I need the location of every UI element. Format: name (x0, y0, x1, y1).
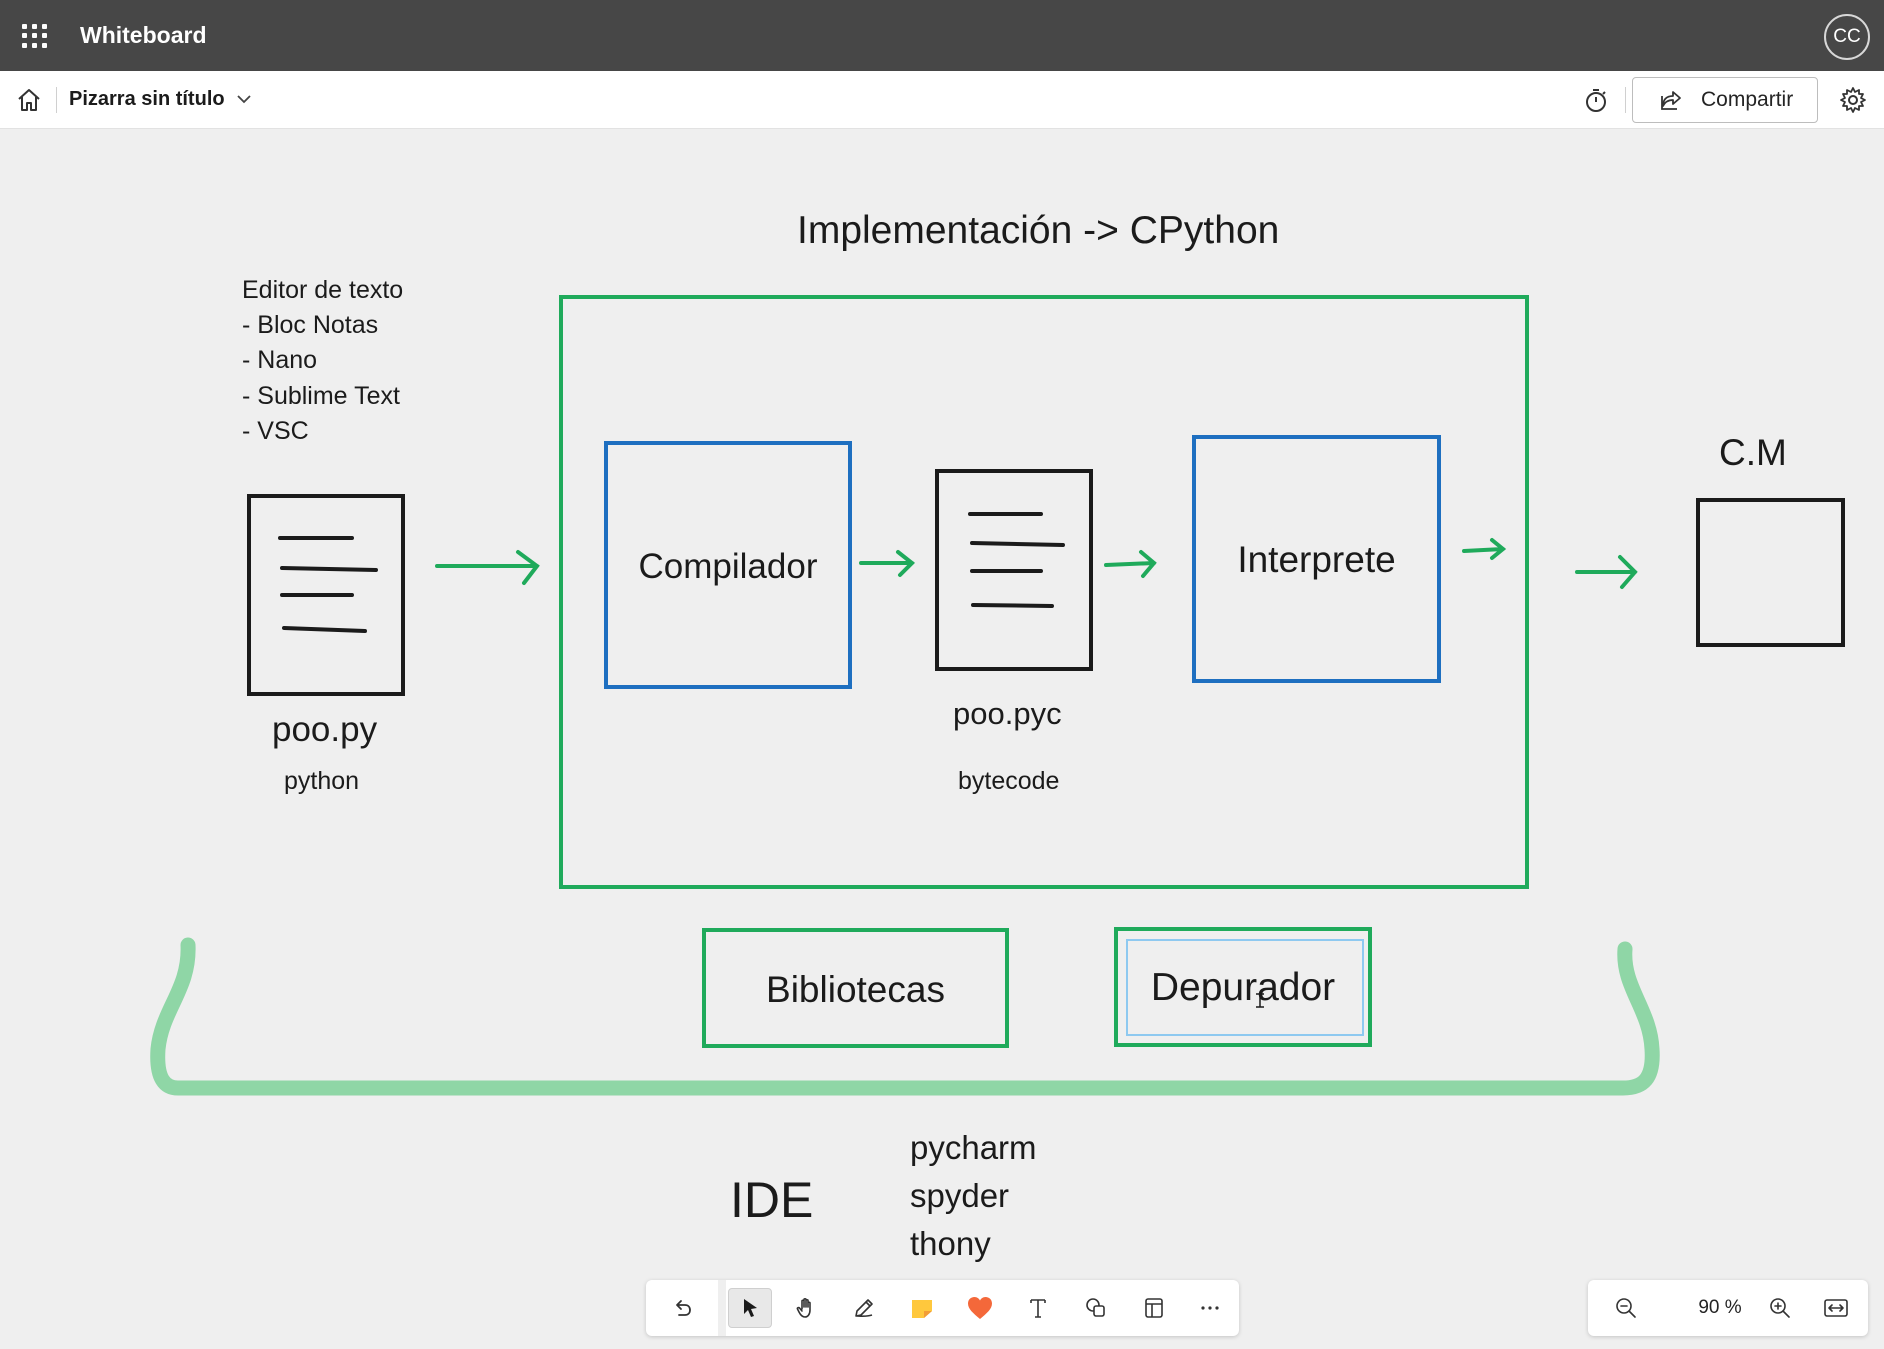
arrow-icon (859, 550, 916, 577)
share-label: Compartir (1701, 88, 1794, 111)
share-button[interactable]: Compartir (1632, 77, 1818, 123)
avatar[interactable]: CC (1824, 14, 1870, 60)
editor-list-item[interactable]: - Sublime Text (242, 382, 400, 410)
home-icon[interactable] (14, 85, 44, 115)
zoom-controls: 90 % (1588, 1280, 1868, 1336)
toolbar-divider (718, 1280, 726, 1336)
editor-list-item[interactable]: - Nano (242, 346, 318, 374)
select-icon[interactable] (728, 1288, 772, 1328)
machine-code-label[interactable]: C.M (1719, 432, 1787, 473)
drawing-toolbar (646, 1280, 1239, 1336)
ide-example[interactable]: thony (910, 1225, 991, 1262)
libraries-box (702, 928, 1009, 1048)
ide-example[interactable]: pycharm (910, 1129, 1037, 1166)
interpreter-box (1192, 435, 1441, 683)
bytecode-file-caption[interactable]: bytecode (958, 767, 1060, 795)
more-icon[interactable] (1188, 1288, 1232, 1328)
app-title-bar: Whiteboard CC (0, 0, 1884, 71)
reaction-icon[interactable] (958, 1288, 1002, 1328)
gear-icon[interactable] (1837, 84, 1869, 116)
chevron-down-icon[interactable] (234, 89, 254, 109)
compiler-box (604, 441, 852, 689)
machine-code-box (1696, 498, 1845, 647)
source-file-caption[interactable]: python (284, 767, 360, 795)
app-launcher-icon[interactable] (20, 22, 48, 50)
bytecode-document-icon (935, 469, 1093, 671)
source-document-icon (247, 494, 405, 696)
pen-icon[interactable] (842, 1288, 886, 1328)
zoom-level[interactable]: 90 % (1698, 1297, 1742, 1318)
arrow-icon (1462, 538, 1507, 560)
text-cursor-icon (1256, 993, 1264, 1008)
zoom-out-icon[interactable] (1604, 1288, 1648, 1328)
whiteboard-canvas[interactable]: Implementación -> CPython Editor de text… (0, 129, 1884, 1349)
fit-to-screen-icon[interactable] (1814, 1288, 1858, 1328)
template-icon[interactable] (1132, 1288, 1176, 1328)
compiler-label[interactable]: Compilador (638, 547, 818, 586)
command-bar: Pizarra sin título Compartir (0, 71, 1884, 129)
app-title: Whiteboard (80, 22, 207, 48)
ide-brace (150, 937, 1660, 1096)
debugger-box (1114, 927, 1372, 1047)
shapes-icon[interactable] (1074, 1288, 1118, 1328)
debugger-label[interactable]: Depurador (1150, 966, 1336, 1009)
sticky-note-icon[interactable] (900, 1288, 944, 1328)
text-icon[interactable] (1016, 1288, 1060, 1328)
arrow-icon (1104, 550, 1157, 578)
zoom-in-icon[interactable] (1758, 1288, 1802, 1328)
arrow-icon (1575, 555, 1638, 589)
interpreter-label[interactable]: Interprete (1237, 539, 1396, 580)
debugger-selection (1126, 939, 1364, 1036)
board-drawing (150, 295, 1845, 1096)
editor-list-title[interactable]: Editor de texto (242, 276, 404, 304)
hand-icon[interactable] (784, 1288, 828, 1328)
divider (56, 87, 57, 113)
undo-icon[interactable] (660, 1288, 704, 1328)
arrow-icon (435, 550, 540, 585)
source-file-name[interactable]: poo.py (272, 710, 378, 749)
ide-label[interactable]: IDE (730, 1172, 814, 1228)
implementation-frame (559, 295, 1529, 889)
editor-list-item[interactable]: - VSC (242, 417, 309, 445)
divider (1625, 87, 1626, 113)
timer-icon[interactable] (1581, 85, 1611, 115)
libraries-label[interactable]: Bibliotecas (766, 969, 945, 1010)
ide-example[interactable]: spyder (910, 1177, 1010, 1214)
bytecode-file-name[interactable]: poo.pyc (953, 696, 1062, 731)
editor-list-item[interactable]: - Bloc Notas (242, 311, 379, 339)
document-title[interactable]: Pizarra sin título (69, 88, 225, 110)
share-icon (1661, 91, 1681, 110)
board-heading[interactable]: Implementación -> CPython (797, 209, 1280, 252)
